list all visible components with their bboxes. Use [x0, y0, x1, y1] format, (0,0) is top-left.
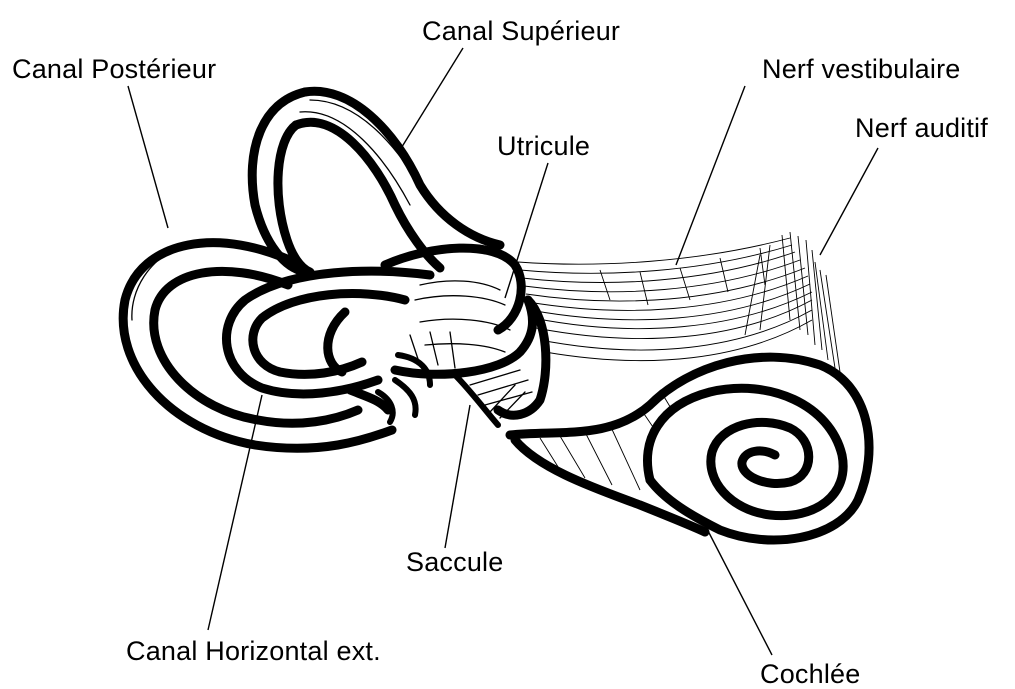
label-nerf-auditif: Nerf auditif — [855, 115, 988, 142]
cochlea — [510, 357, 869, 540]
leader-utricule — [505, 163, 548, 298]
leader-nerf-auditif — [820, 148, 878, 255]
label-canal-horizontal: Canal Horizontal ext. — [126, 638, 381, 665]
leader-cochlee — [705, 525, 772, 655]
label-canal-superieur: Canal Supérieur — [422, 18, 620, 45]
leader-saccule — [445, 405, 470, 548]
label-nerf-vestibulaire: Nerf vestibulaire — [762, 56, 960, 83]
label-utricule: Utricule — [497, 133, 590, 160]
leader-canal-posterieur — [128, 86, 168, 228]
label-canal-posterieur: Canal Postérieur — [12, 56, 216, 83]
leader-nerf-vestibulaire — [676, 86, 745, 265]
label-cochlee: Cochlée — [760, 661, 860, 688]
leader-canal-superieur — [400, 48, 463, 150]
horizontal-canal — [226, 271, 430, 422]
label-saccule: Saccule — [406, 549, 503, 576]
nerve-bundle — [518, 232, 840, 372]
